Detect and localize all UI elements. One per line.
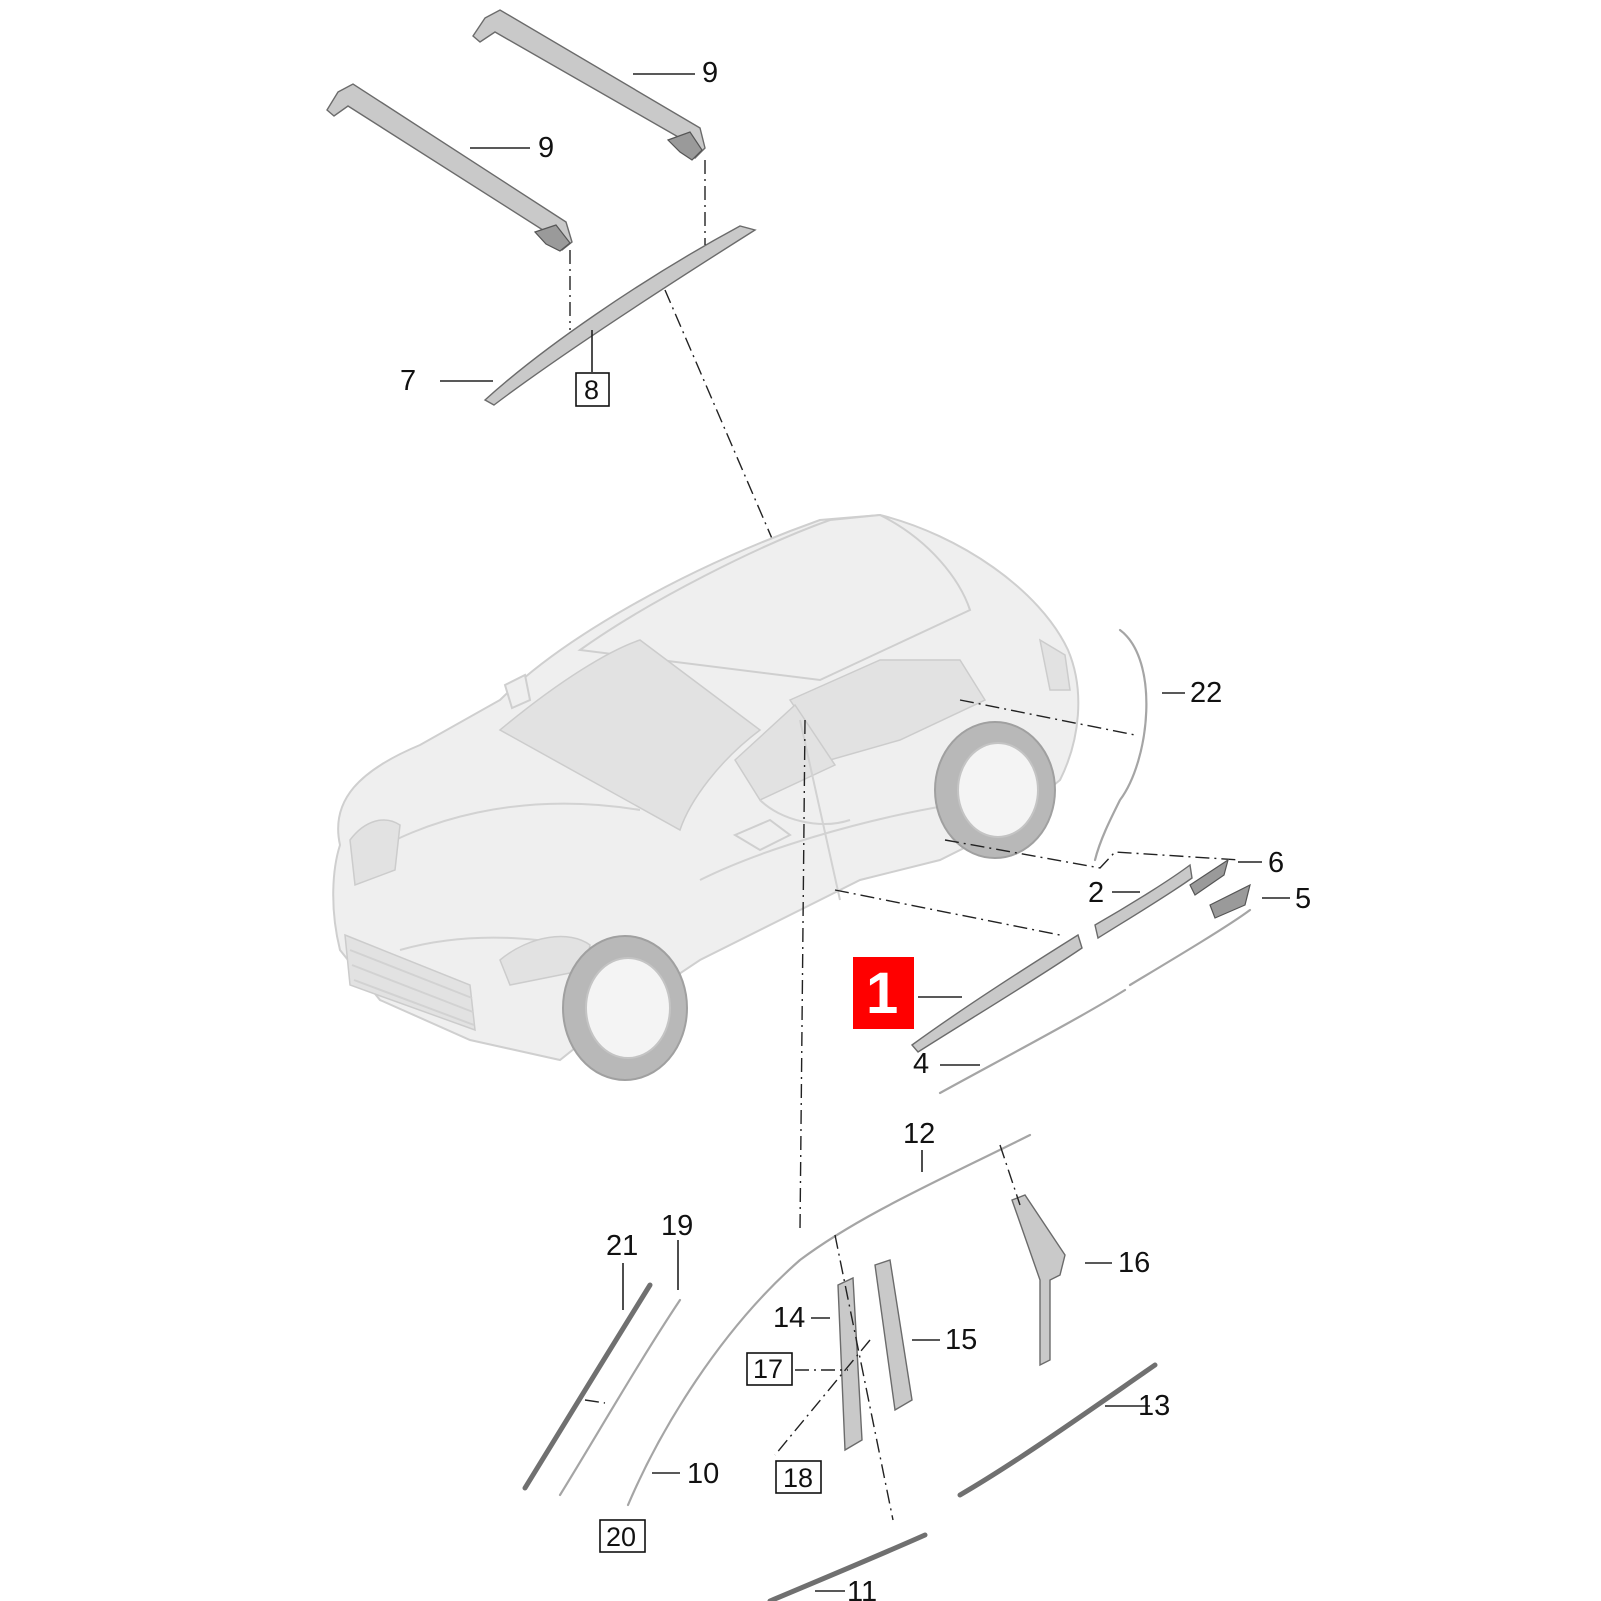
callout-17: 17 [753, 1354, 783, 1384]
connector-line [999, 1144, 1021, 1206]
connector-line [944, 839, 1241, 869]
callout-10: 10 [687, 1458, 719, 1490]
c-pillar-trim-part-16 [1011, 1194, 1066, 1367]
callout-5: 5 [1295, 883, 1311, 915]
callout-4: 4 [913, 1048, 929, 1080]
sill-end-part-5 [1209, 883, 1251, 919]
callout-22: 22 [1190, 677, 1222, 709]
connector-line [664, 289, 821, 651]
connector-line [774, 1339, 871, 1456]
connector-line [959, 699, 1136, 736]
connector-line [799, 719, 806, 1231]
roof-crossbar-rear [472, 9, 706, 161]
roof-rail [483, 225, 757, 406]
callout-18-box [775, 1460, 822, 1494]
window-seal-part-19 [558, 1298, 682, 1497]
callout-18: 18 [783, 1463, 813, 1493]
wheel-arch-trim [1093, 628, 1148, 862]
vehicle-illustration [332, 513, 1080, 1081]
side-sill-part-4 [938, 908, 1252, 1095]
door-trim-rear-part-2 [1094, 863, 1193, 940]
door-trim-front-part-1 [910, 933, 1083, 1053]
callout-15: 15 [945, 1324, 977, 1356]
callout-2: 2 [1088, 877, 1104, 909]
callout-20-box [599, 1519, 646, 1553]
callout-19: 19 [661, 1210, 693, 1242]
callout-13: 13 [1138, 1390, 1170, 1422]
callout-14: 14 [773, 1302, 805, 1334]
callout-11: 11 [847, 1576, 877, 1601]
connector-line [834, 1234, 894, 1521]
window-frame-trim-part-12 [626, 1133, 1032, 1507]
callout-9-rear: 9 [702, 57, 718, 89]
window-seal-part-21 [522, 1282, 653, 1491]
connector-line [584, 1399, 606, 1404]
roof-crossbar-front [326, 83, 573, 252]
callout-20: 20 [606, 1522, 636, 1552]
callout-17-box [746, 1352, 793, 1386]
window-trim-lower-part-13 [957, 1362, 1158, 1498]
callout-21: 21 [606, 1230, 638, 1262]
callout-7: 7 [400, 365, 416, 397]
callout-9-front: 9 [538, 132, 554, 164]
callout-12: 12 [903, 1118, 935, 1150]
highlighted-callout-1-box [853, 957, 914, 1029]
callout-8-box [575, 372, 610, 407]
callout-16: 16 [1118, 1247, 1150, 1279]
callout-8: 8 [584, 375, 599, 405]
trim-end-part-6 [1189, 858, 1229, 896]
connector-line [834, 889, 1061, 936]
window-trim-lower-part-11 [767, 1532, 928, 1601]
b-pillar-cover-part-15 [874, 1259, 913, 1412]
callout-6: 6 [1268, 847, 1284, 879]
callout-1: 1 [866, 961, 898, 1026]
